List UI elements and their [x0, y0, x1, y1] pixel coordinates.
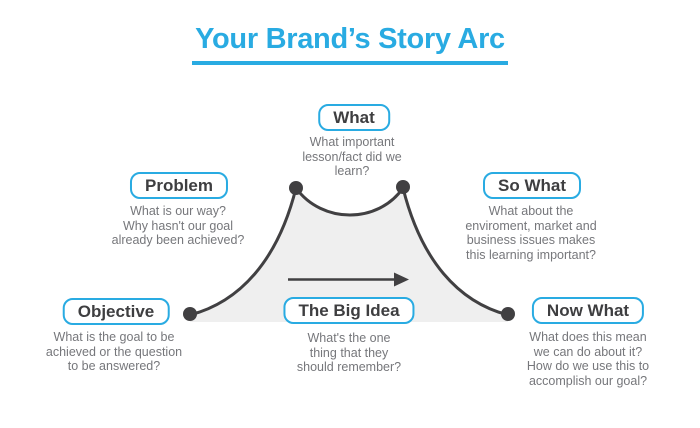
stage-box-what: What — [318, 104, 390, 131]
arc-curve — [188, 184, 510, 317]
stage-box-problem: Problem — [129, 172, 229, 199]
stage-description-so-what: What about the enviroment, market and bu… — [465, 204, 597, 262]
arc-point-now-what — [501, 307, 515, 321]
stage-description-objective: What is the goal to be achieved or the q… — [45, 330, 183, 373]
page-title: Your Brand’s Story Arc — [195, 23, 505, 55]
stage-description-now-what: What does this mean we can do about it? … — [526, 330, 650, 388]
title-underline — [192, 61, 508, 65]
direction-arrow-icon — [288, 272, 409, 287]
stage-box-objective: Objective — [62, 298, 170, 325]
stage-box-so-what: So What — [483, 172, 581, 199]
stage-description-big-idea: What's the one thing that they should re… — [296, 331, 402, 374]
stage-description-problem: What is our way? Why hasn't our goal alr… — [111, 204, 245, 247]
stage-box-now-what: Now What — [531, 297, 645, 324]
stage-box-big-idea: The Big Idea — [283, 297, 415, 324]
arc-fill-shape — [190, 188, 508, 322]
arc-point-objective — [183, 307, 197, 321]
arc-point-right-peak — [396, 180, 410, 194]
arc-point-left-peak — [289, 181, 303, 195]
stage-description-what: What important lesson/fact did we learn? — [302, 135, 402, 178]
